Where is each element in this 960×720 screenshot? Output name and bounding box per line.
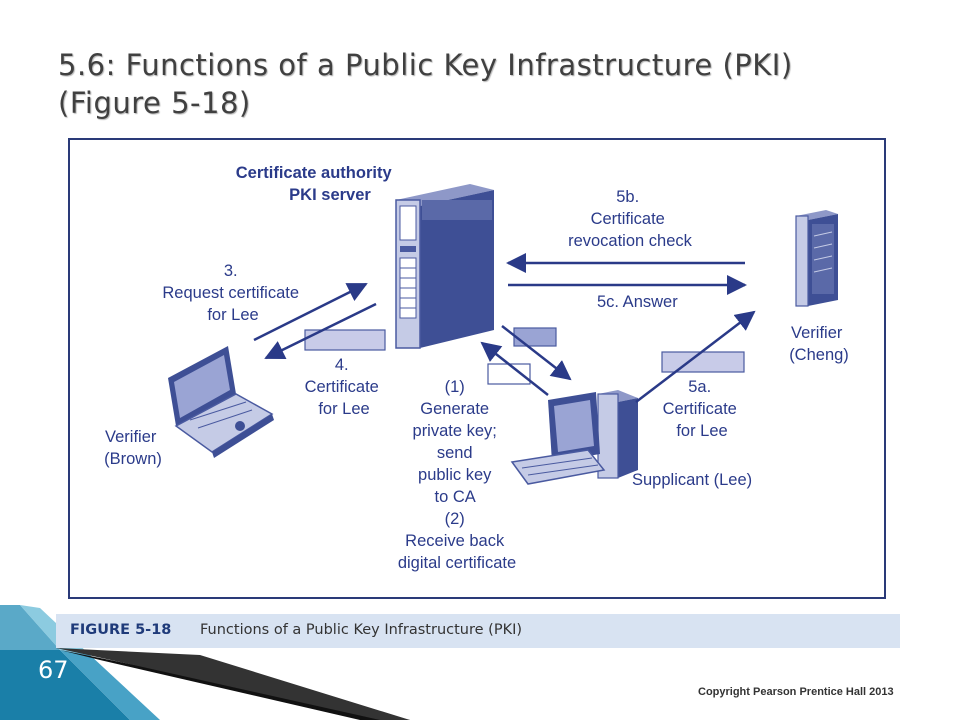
arrow-certificate-to-cheng bbox=[635, 310, 756, 403]
step5c-label: 5c. Answer bbox=[597, 293, 678, 311]
step3-label: 3. Request certificate for Lee bbox=[162, 262, 303, 324]
public-key-icon bbox=[487, 363, 531, 385]
verifier-cheng-label: Verifier (Cheng) bbox=[789, 324, 849, 364]
supplicant-pc-icon bbox=[510, 390, 638, 485]
certificate-returned-icon bbox=[513, 327, 557, 347]
verifier-cheng-server-icon bbox=[795, 210, 838, 307]
step5b-label: 5b. Certificate revocation check bbox=[568, 188, 693, 250]
slide-title-line1: 5.6: Functions of a Public Key Infrastru… bbox=[58, 48, 793, 82]
slide-title-line2: (Figure 5-18) bbox=[58, 86, 251, 120]
arrow-send-public-key bbox=[480, 341, 549, 396]
verifier-brown-laptop-icon bbox=[168, 346, 274, 458]
step5a-label: 5a. Certificate for Lee bbox=[663, 378, 742, 440]
ca-label: Certificate authority PKI server bbox=[236, 164, 396, 204]
step1-2-label: (1) Generate private key; send public ke… bbox=[398, 378, 516, 572]
figure-caption: FIGURE 5-18 Functions of a Public Key In… bbox=[56, 614, 900, 648]
slide-title: 5.6: Functions of a Public Key Infrastru… bbox=[58, 46, 793, 122]
figure-caption-text: Functions of a Public Key Infrastructure… bbox=[200, 622, 523, 638]
supplicant-label: Supplicant (Lee) bbox=[632, 471, 752, 489]
step4-label: 4. Certificate for Lee bbox=[305, 356, 384, 418]
figure-number: FIGURE 5-18 bbox=[70, 622, 172, 638]
copyright-text: Copyright Pearson Prentice Hall 2013 bbox=[698, 686, 894, 698]
arrow-receive-certificate bbox=[501, 325, 572, 381]
arrow-certificate-to-brown bbox=[264, 302, 377, 360]
arrow-request-certificate bbox=[253, 282, 368, 342]
certificate-to-cheng-icon bbox=[661, 351, 745, 373]
verifier-brown-label: Verifier (Brown) bbox=[104, 428, 162, 468]
ca-server-icon bbox=[395, 184, 494, 349]
figure-frame bbox=[68, 138, 886, 599]
slide-number: 67 bbox=[38, 656, 69, 684]
